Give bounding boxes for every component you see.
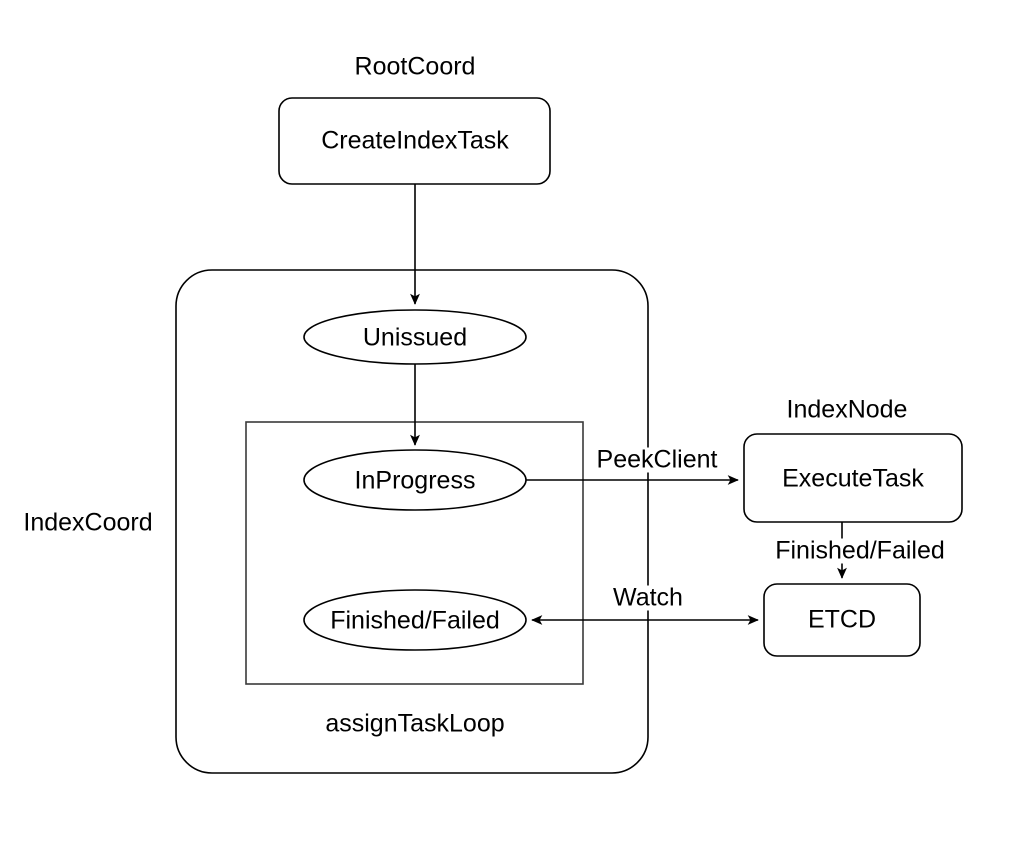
node-finished-failed-shape[interactable] [303,589,527,651]
edge-label-finished-failed: Finished/Failed [772,538,948,564]
node-label-execute-task[interactable]: ExecuteTask [782,464,924,493]
group-label-indexcoord: IndexCoord [23,508,153,537]
edge-label-watch: Watch [610,585,686,611]
node-label-finished-failed[interactable]: Finished/Failed [330,606,500,635]
node-label-unissued[interactable]: Unissued [362,323,468,352]
node-etcd-shape[interactable] [763,583,921,657]
node-execute-task-shape[interactable] [743,433,963,523]
assigntaskloop-container [245,421,584,685]
indexcoord-container [175,269,649,774]
node-label-create-index-task[interactable]: CreateIndexTask [321,126,509,155]
group-label-indexnode: IndexNode [786,395,908,424]
group-label-assigntaskloop: assignTaskLoop [325,709,505,738]
group-label-rootcoord: RootCoord [354,52,476,81]
edge-label-peekclient: PeekClient [593,447,721,473]
node-label-inprogress[interactable]: InProgress [354,466,476,495]
node-label-etcd[interactable]: ETCD [807,605,877,634]
